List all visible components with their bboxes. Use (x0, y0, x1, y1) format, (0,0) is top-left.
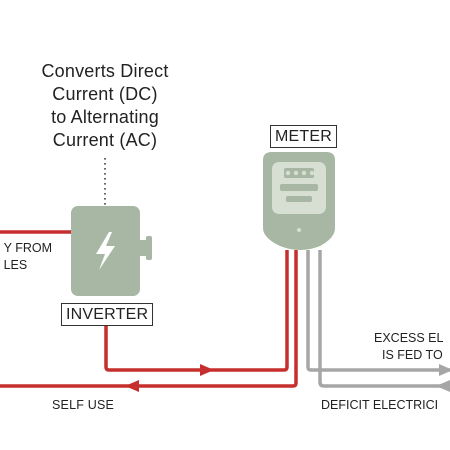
inverter-label: INVERTER (61, 303, 154, 326)
caption-line-3: to Alternating (51, 107, 159, 127)
meter-screw (297, 228, 301, 232)
lightning-bolt-icon (96, 232, 115, 270)
self-use-label: SELF USE (52, 398, 115, 412)
meter-counter (280, 184, 318, 191)
red-wires (0, 230, 298, 388)
arrow-excess-icon (439, 364, 450, 376)
deficit-label: DEFICIT ELECTRICI (321, 397, 450, 415)
caption-line-1: Converts Direct (41, 61, 169, 81)
arrow-self-use-icon (125, 380, 139, 392)
meter-unit (263, 152, 335, 250)
caption-line-2: Current (DC) (52, 84, 158, 104)
meter-label: METER (270, 125, 337, 148)
from-panels-label: Y FROM LES (0, 240, 62, 276)
arrow-deficit-icon (436, 380, 450, 392)
excess-label: EXCESS EL IS FED TO (374, 330, 450, 366)
inverter-unit (71, 206, 152, 296)
meter-display (284, 168, 314, 178)
inverter-caption: Converts Direct Current (DC) to Alternat… (20, 60, 190, 152)
from-panels-line-2: LES (3, 258, 28, 272)
arrow-to-meter-icon (200, 364, 214, 376)
meter-dials (285, 170, 315, 176)
grey-wires (306, 250, 450, 388)
from-panels-line-1: Y FROM (3, 241, 52, 255)
inverter-knob-cap (146, 236, 152, 260)
excess-line-1: EXCESS EL (374, 331, 444, 345)
red-wire-self-use (0, 250, 298, 388)
deficit-text: DEFICIT ELECTRICI (321, 398, 439, 412)
excess-line-2: IS FED TO (382, 348, 443, 362)
grey-wire-excess (306, 250, 450, 372)
caption-line-4: Current (AC) (52, 130, 158, 150)
red-wire-inverter-to-meter (104, 250, 289, 372)
grey-wire-deficit (318, 250, 450, 388)
meter-counter-2 (286, 196, 312, 202)
